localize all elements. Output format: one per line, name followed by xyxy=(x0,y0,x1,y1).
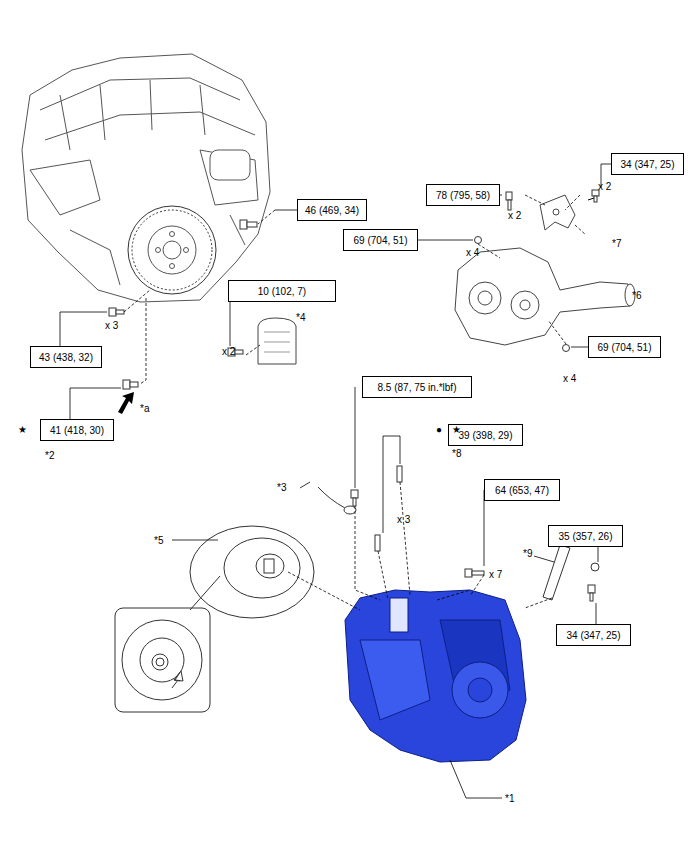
callout-label: *9 xyxy=(523,548,532,560)
callout-label: x 2 xyxy=(222,346,235,358)
callout-label: x 3 xyxy=(105,320,118,332)
callout-label: ★ xyxy=(18,424,27,436)
torque-value: 69 (704, 51) xyxy=(354,235,408,246)
torque-box: 78 (795, 58) xyxy=(426,184,500,206)
callout-label: x 2 xyxy=(508,210,521,222)
callout-label: *a xyxy=(140,403,149,415)
torque-value: 35 (357, 26) xyxy=(559,531,613,542)
transfer-assembly xyxy=(455,195,635,345)
callout-label: *6 xyxy=(632,290,641,302)
callout-label: *2 xyxy=(45,450,54,462)
callout-label: *4 xyxy=(296,312,305,324)
torque-value: 46 (469, 34) xyxy=(305,205,359,216)
torque-value: 78 (795, 58) xyxy=(436,190,490,201)
detail-inset xyxy=(115,608,210,712)
bracket xyxy=(543,545,570,600)
torque-box: 69 (704, 51) xyxy=(343,229,418,251)
mount xyxy=(258,318,296,364)
torque-box: 34 (347, 25) xyxy=(611,153,684,175)
torque-value: 41 (418, 30) xyxy=(50,425,104,436)
torque-box: 64 (653, 47) xyxy=(484,479,560,501)
torque-box: 46 (469, 34) xyxy=(297,199,367,221)
engine-assembly xyxy=(22,54,270,302)
torque-box: 35 (357, 26) xyxy=(548,525,623,547)
torque-value: 10 (102, 7) xyxy=(258,286,306,297)
callout-label: ★ xyxy=(452,424,461,436)
torque-value: 39 (398, 29) xyxy=(459,430,513,441)
torque-value: 64 (653, 47) xyxy=(495,485,549,496)
callout-label: ● xyxy=(436,424,442,436)
callout-label: x 7 xyxy=(489,569,502,581)
torque-box: 69 (704, 51) xyxy=(588,336,661,358)
torque-box: 8.5 (87, 75 in.*lbf) xyxy=(362,376,472,398)
bolts xyxy=(109,190,599,601)
transmission xyxy=(345,590,526,762)
callout-label: x 4 xyxy=(466,247,479,259)
torque-box: 43 (438, 32) xyxy=(30,346,102,368)
callout-label: x 4 xyxy=(563,373,576,385)
torque-value: 34 (347, 25) xyxy=(621,159,675,170)
torque-value: 69 (704, 51) xyxy=(598,342,652,353)
callout-label: *1 xyxy=(505,793,514,805)
callout-label: *3 xyxy=(277,482,286,494)
leader-lines xyxy=(60,164,624,798)
callout-label: x 2 xyxy=(598,181,611,193)
callout-label: *8 xyxy=(452,448,461,460)
torque-box: 10 (102, 7) xyxy=(228,280,336,302)
torque-box: 34 (347, 25) xyxy=(556,624,631,646)
torque-value: 43 (438, 32) xyxy=(39,352,93,363)
torque-value: 34 (347, 25) xyxy=(567,630,621,641)
callout-label: x 3 xyxy=(397,514,410,526)
torque-box: 41 (418, 30) xyxy=(40,419,114,441)
torque-value: 8.5 (87, 75 in.*lbf) xyxy=(378,382,457,393)
callout-label: *7 xyxy=(612,238,621,250)
callout-label: *5 xyxy=(154,535,163,547)
